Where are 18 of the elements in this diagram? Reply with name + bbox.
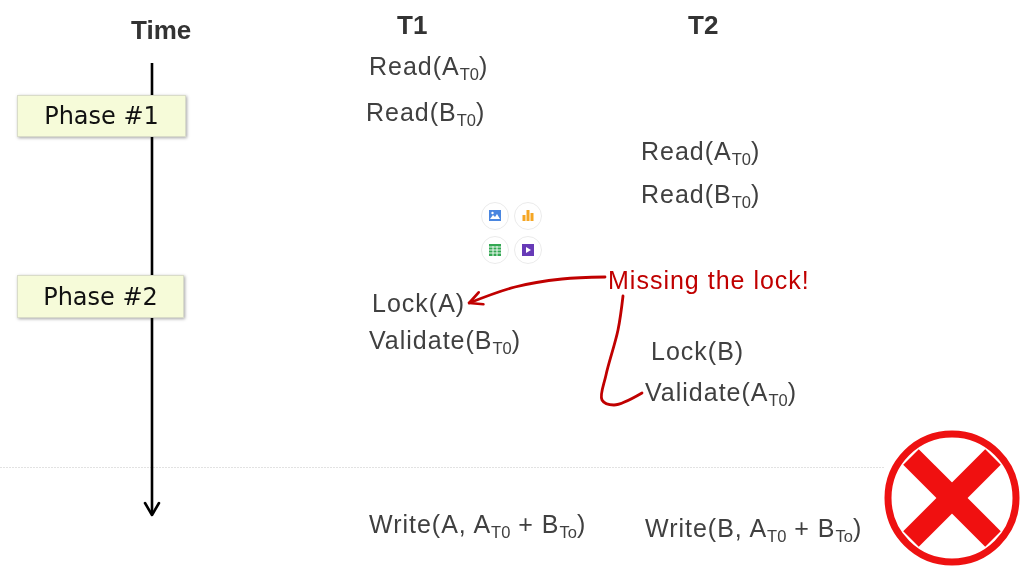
operation-text: Validate(B$_{T0}$) xyxy=(369,326,522,354)
operation-text: Lock(B) xyxy=(651,337,745,365)
operation-text: Read(A$_{T0}$) xyxy=(641,137,761,165)
column-header: T1 xyxy=(397,11,428,39)
callout-text: Missing the lock! xyxy=(608,266,810,294)
operation-text: Read(A$_{T0}$) xyxy=(369,52,489,80)
operation-text: Validate(A$_{T0}$) xyxy=(645,378,798,406)
axis-title: Time xyxy=(131,16,192,44)
operation-text: Write(A, A$_{T0}$ + B$_{To}$) xyxy=(369,510,587,538)
leader-line xyxy=(599,294,644,407)
column-header: T2 xyxy=(688,11,719,39)
phase-box: Phase #2 xyxy=(17,275,184,318)
operation-text: Write(B, A$_{T0}$ + B$_{To}$) xyxy=(645,514,863,542)
operation-text: Read(B$_{T0}$) xyxy=(366,98,486,126)
arrow xyxy=(467,275,607,306)
operation-text: Read(B$_{T0}$) xyxy=(641,180,761,208)
operation-text: Lock(A) xyxy=(372,289,466,317)
phase-box: Phase #1 xyxy=(17,95,186,137)
